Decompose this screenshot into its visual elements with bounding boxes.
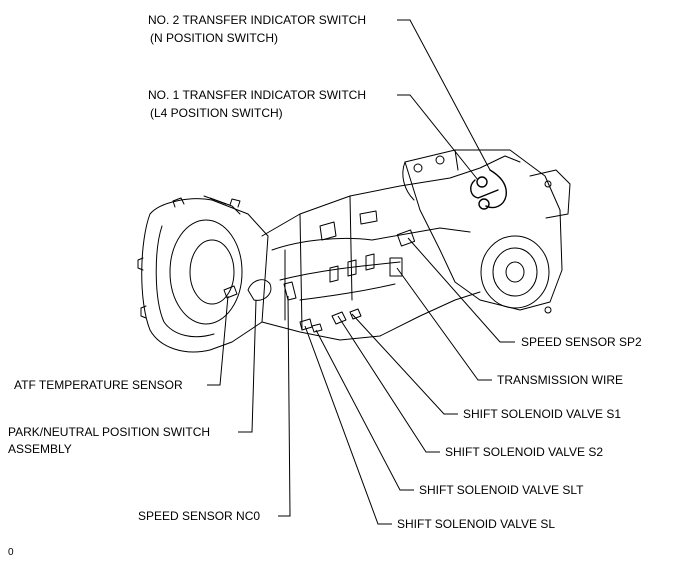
transfer-case (402, 149, 571, 314)
leader-shift-solenoid-sl (304, 325, 392, 525)
transmission-case (203, 155, 521, 341)
label-speed-sensor-sp2: SPEED SENSOR SP2 (521, 335, 642, 349)
leader-speed-sensor-nc0 (278, 295, 291, 517)
leader-park-neutral (238, 299, 257, 433)
leader-shift-solenoid-s2 (337, 315, 440, 453)
label-park-neutral-line2: ASSEMBLY (8, 442, 72, 456)
label-park-neutral-line1: PARK/NEUTRAL POSITION SWITCH (8, 425, 211, 439)
label-shift-solenoid-s2: SHIFT SOLENOID VALVE S2 (445, 445, 604, 459)
leader-lines (207, 19, 515, 525)
label-transmission-wire: TRANSMISSION WIRE (497, 373, 624, 387)
sensor-parts (223, 229, 416, 333)
leader-transmission-wire (396, 267, 492, 381)
label-no1-switch-line1: NO. 1 TRANSFER INDICATOR SWITCH (148, 88, 367, 102)
figure-code: 0 (8, 547, 14, 558)
leader-no2-switch (397, 19, 491, 171)
label-no2-switch-line2: (N POSITION SWITCH) (150, 31, 278, 45)
bell-housing (137, 197, 269, 353)
label-speed-sensor-nc0: SPEED SENSOR NC0 (138, 509, 261, 523)
label-atf-temp-sensor: ATF TEMPERATURE SENSOR (14, 378, 183, 392)
leader-atf-temp-sensor (207, 295, 229, 386)
label-shift-solenoid-slt: SHIFT SOLENOID VALVE SLT (419, 483, 584, 497)
transfer-indicator-switches (470, 169, 507, 210)
leader-shift-solenoid-s1 (351, 313, 458, 415)
leader-speed-sensor-sp2 (407, 237, 515, 343)
label-no1-switch-line2: (L4 POSITION SWITCH) (150, 106, 283, 120)
leader-no1-switch (397, 94, 479, 181)
label-no2-switch-line1: NO. 2 TRANSFER INDICATOR SWITCH (148, 13, 367, 27)
leader-shift-solenoid-slt (315, 329, 414, 491)
label-shift-solenoid-s1: SHIFT SOLENOID VALVE S1 (463, 407, 622, 421)
label-shift-solenoid-sl: SHIFT SOLENOID VALVE SL (397, 517, 556, 531)
